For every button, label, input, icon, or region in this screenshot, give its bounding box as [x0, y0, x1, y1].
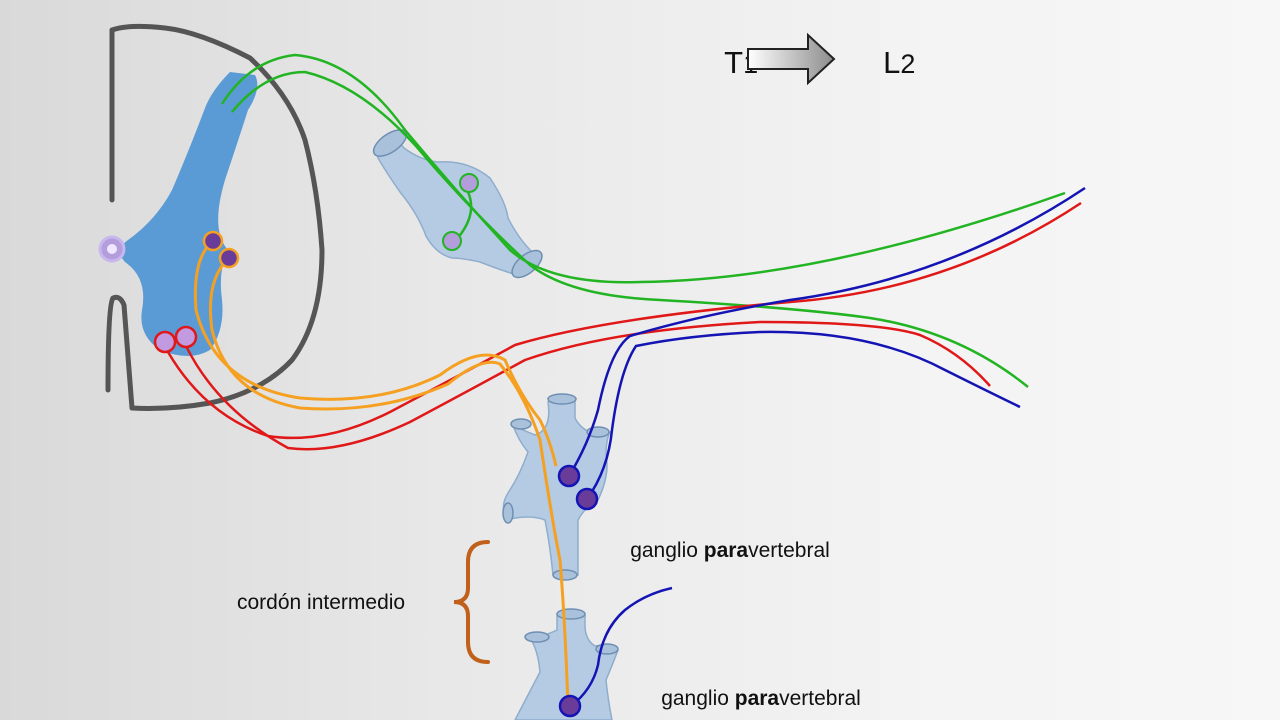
postganglionic-neuron-body	[558, 694, 582, 718]
label-paravertebral-ganglion-lower: ganglio paravertebral	[632, 687, 878, 710]
postganglionic-neuron-body	[575, 487, 599, 511]
preganglionic-neuron-body	[202, 230, 224, 252]
motor-fibers	[166, 201, 1082, 451]
postganglionic-neuron-body	[557, 464, 581, 488]
segment-range-heading: T1 L2	[724, 32, 938, 86]
label-intermediate-cord: cordón intermedio	[237, 591, 405, 614]
label-paravertebral-ganglion-upper: ganglio paravertebral	[601, 539, 847, 562]
paravertebral-ganglion-upper	[502, 393, 612, 581]
gray-matter	[120, 72, 258, 356]
central-canal	[98, 235, 126, 263]
spinal-cord-outline	[105, 23, 325, 411]
sensory-fibers	[220, 53, 1066, 388]
sensory-neuron-body	[459, 173, 479, 193]
motor-neuron-body	[174, 325, 198, 349]
segment-to: L2	[852, 45, 938, 80]
neuron-bodies	[153, 173, 599, 718]
postganglionic-fibers	[567, 186, 1086, 707]
sensory-neuron-body	[442, 231, 462, 251]
preganglionic-fibers	[193, 239, 570, 707]
curly-brace-icon	[453, 540, 490, 664]
preganglionic-neuron-body	[218, 247, 240, 269]
motor-neuron-body	[153, 330, 177, 354]
arrow-right-icon	[747, 32, 836, 86]
